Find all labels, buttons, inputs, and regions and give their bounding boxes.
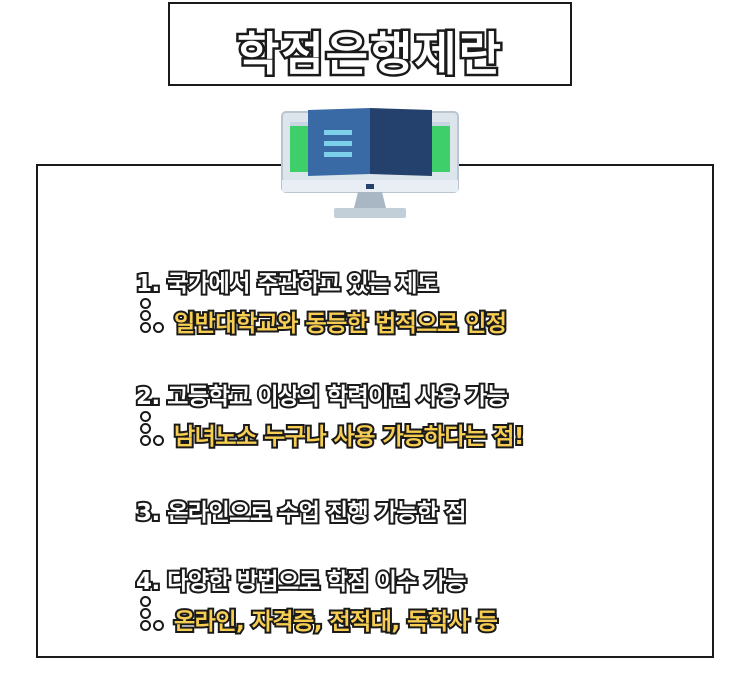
item-text: 2. 고등학교 이상의 학력이면 사용 가능: [134, 382, 510, 412]
list-item: 3. 온라인으로 수업 진행 가능한 점: [134, 493, 468, 528]
item-text: 1. 국가에서 주관하고 있는 제도: [134, 269, 440, 299]
monitor-book-icon: [281, 108, 459, 218]
title-inner-frame: 학점은행제란: [178, 12, 562, 84]
list-item: 1. 국가에서 주관하고 있는 제도 일반대학교와 동등한 법적으로 인정: [134, 264, 509, 340]
title-frame: 학점은행제란: [168, 2, 572, 86]
item-highlight: 온라인, 자격증, 전적대, 독학사 등: [172, 607, 500, 637]
page-title: 학점은행제란: [235, 25, 504, 84]
item-detail: 일반대학교와 동등한 법적으로 인정: [136, 298, 509, 340]
dots-connector-icon: [136, 296, 172, 340]
item-text: 3. 온라인으로 수업 진행 가능한 점: [134, 498, 468, 528]
dots-connector-icon: [136, 594, 172, 638]
item-text: 4. 다양한 방법으로 학점 이수 가능: [134, 567, 468, 597]
dots-connector-icon: [136, 409, 172, 453]
content-panel: [36, 164, 714, 658]
item-detail: 남녀노소 누구나 사용 가능하다는 점!: [136, 411, 526, 453]
item-highlight: 일반대학교와 동등한 법적으로 인정: [172, 309, 509, 339]
item-highlight: 남녀노소 누구나 사용 가능하다는 점!: [172, 422, 526, 452]
item-detail: 온라인, 자격증, 전적대, 독학사 등: [136, 596, 500, 638]
list-item: 2. 고등학교 이상의 학력이면 사용 가능 남녀노소 누구나 사용 가능하다는…: [134, 377, 526, 453]
list-item: 4. 다양한 방법으로 학점 이수 가능 온라인, 자격증, 전적대, 독학사 …: [134, 562, 500, 638]
